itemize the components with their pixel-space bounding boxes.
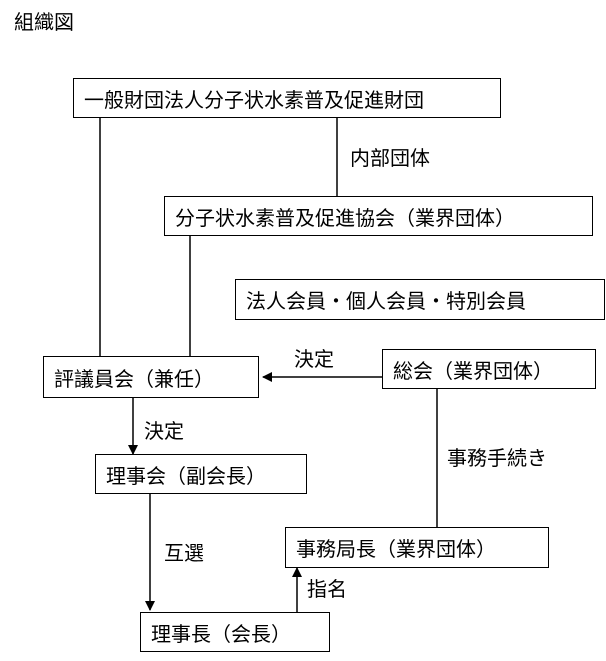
- edge-label-decision-2: 決定: [144, 419, 184, 443]
- edge-label-decision-1: 決定: [294, 347, 334, 371]
- node-chairman: 理事長（会長）: [140, 612, 330, 652]
- node-board: 理事会（副会長）: [95, 454, 307, 494]
- node-council: 評議員会（兼任）: [43, 356, 259, 398]
- node-association: 分子状水素普及促進協会（業界団体）: [164, 196, 593, 236]
- node-secretary-general: 事務局長（業界団体）: [285, 527, 549, 568]
- node-council-label: 評議員会（兼任）: [54, 366, 214, 391]
- node-board-label: 理事会（副会長）: [106, 463, 266, 488]
- edge-label-mutual-election: 互選: [164, 541, 204, 565]
- node-association-label: 分子状水素普及促進協会（業界団体）: [175, 205, 515, 230]
- node-chairman-label: 理事長（会長）: [151, 621, 291, 646]
- edge-label-internal-group: 内部団体: [350, 146, 430, 170]
- node-foundation: 一般財団法人分子状水素普及促進財団: [73, 78, 501, 118]
- node-secretary-general-label: 事務局長（業界団体）: [296, 537, 496, 561]
- edge-label-office-procedures: 事務手続き: [447, 446, 547, 470]
- node-members: 法人会員・個人会員・特別会員: [235, 279, 605, 320]
- edge-label-appointment: 指名: [307, 577, 347, 601]
- node-members-label: 法人会員・個人会員・特別会員: [246, 289, 526, 313]
- node-general-meeting-label: 総会（業界団体）: [393, 358, 553, 383]
- diagram-title: 組織図: [14, 10, 74, 34]
- node-general-meeting: 総会（業界団体）: [382, 349, 596, 389]
- node-foundation-label: 一般財団法人分子状水素普及促進財団: [84, 87, 424, 112]
